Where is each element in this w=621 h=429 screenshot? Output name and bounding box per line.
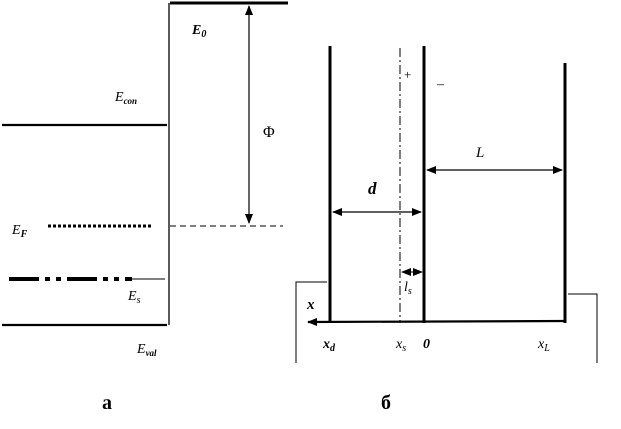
panel-b: + – L d ls x xd xs 0 xL б — [295, 46, 598, 414]
x-axis — [307, 317, 566, 326]
label-econ: Econ — [114, 90, 137, 106]
label-xL: xL — [537, 337, 550, 354]
label-plus: + — [404, 67, 411, 82]
label-L: L — [475, 145, 484, 161]
label-es: Es — [127, 289, 141, 306]
label-xd: xd — [322, 337, 336, 354]
label-zero: 0 — [423, 337, 430, 352]
label-d: d — [368, 179, 377, 198]
label-ls: ls — [404, 280, 412, 297]
label-e0: E0 — [191, 23, 206, 40]
label-x-axis: x — [306, 297, 315, 313]
caption-a: а — [102, 392, 112, 414]
label-xs: xs — [395, 337, 406, 354]
ground-right — [568, 293, 598, 363]
caption-b: б — [381, 392, 391, 414]
label-phi: Φ — [263, 124, 275, 141]
label-ef: EF — [11, 223, 28, 240]
panel-a: E0 Econ Φ EF Es Eval а — [2, 1, 288, 414]
label-minus: – — [436, 77, 445, 92]
label-eval: Eval — [136, 342, 157, 358]
ground-left — [295, 281, 327, 363]
